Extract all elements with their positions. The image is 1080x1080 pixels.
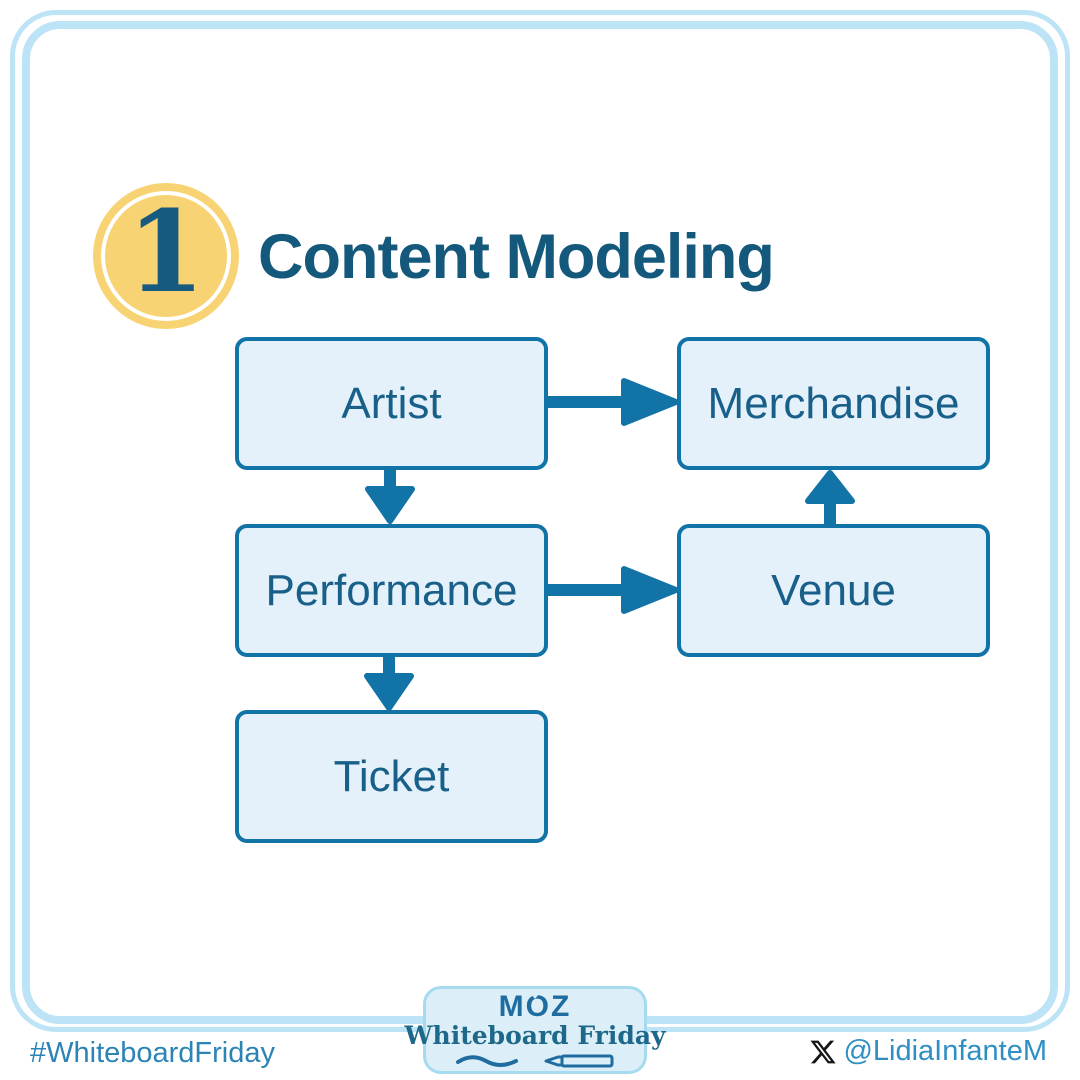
moz-whiteboard-friday-badge: MOZ Whiteboard Friday: [404, 986, 666, 1074]
node-artist: Artist: [235, 337, 548, 470]
arrow-artist-to-performance: [365, 466, 415, 524]
node-merchandise-label: Merchandise: [707, 378, 960, 428]
step-number: 1: [127, 187, 205, 318]
node-performance-label: Performance: [265, 565, 518, 615]
moz-logo-caret-icon: [528, 990, 542, 1000]
node-merchandise: Merchandise: [677, 337, 990, 470]
arrow-performance-to-ticket: [364, 655, 414, 711]
node-venue: Venue: [677, 524, 990, 657]
node-ticket-label: Ticket: [333, 751, 450, 801]
step-number-badge: 1: [93, 183, 239, 329]
arrow-artist-to-merchandise: [548, 378, 679, 426]
social-handle: @LidiaInfanteM: [843, 1035, 1047, 1067]
whiteboard-friday-wordmark: Whiteboard Friday: [404, 1021, 666, 1051]
x-twitter-icon: [810, 1040, 837, 1063]
node-venue-label: Venue: [771, 565, 896, 615]
badge-ring: [101, 191, 231, 321]
page-title: Content Modeling: [258, 222, 775, 292]
arrow-venue-to-merchandise: [805, 470, 855, 524]
moz-logo: MOZ: [499, 990, 572, 1022]
node-ticket: Ticket: [235, 710, 548, 843]
marker-doodle-icon: [456, 1054, 614, 1068]
node-artist-label: Artist: [341, 378, 442, 428]
hashtag-text: #WhiteboardFriday: [30, 1037, 275, 1069]
node-performance: Performance: [235, 524, 548, 657]
social-attribution: @LidiaInfanteM: [809, 1035, 1047, 1068]
arrow-performance-to-venue: [548, 566, 679, 614]
